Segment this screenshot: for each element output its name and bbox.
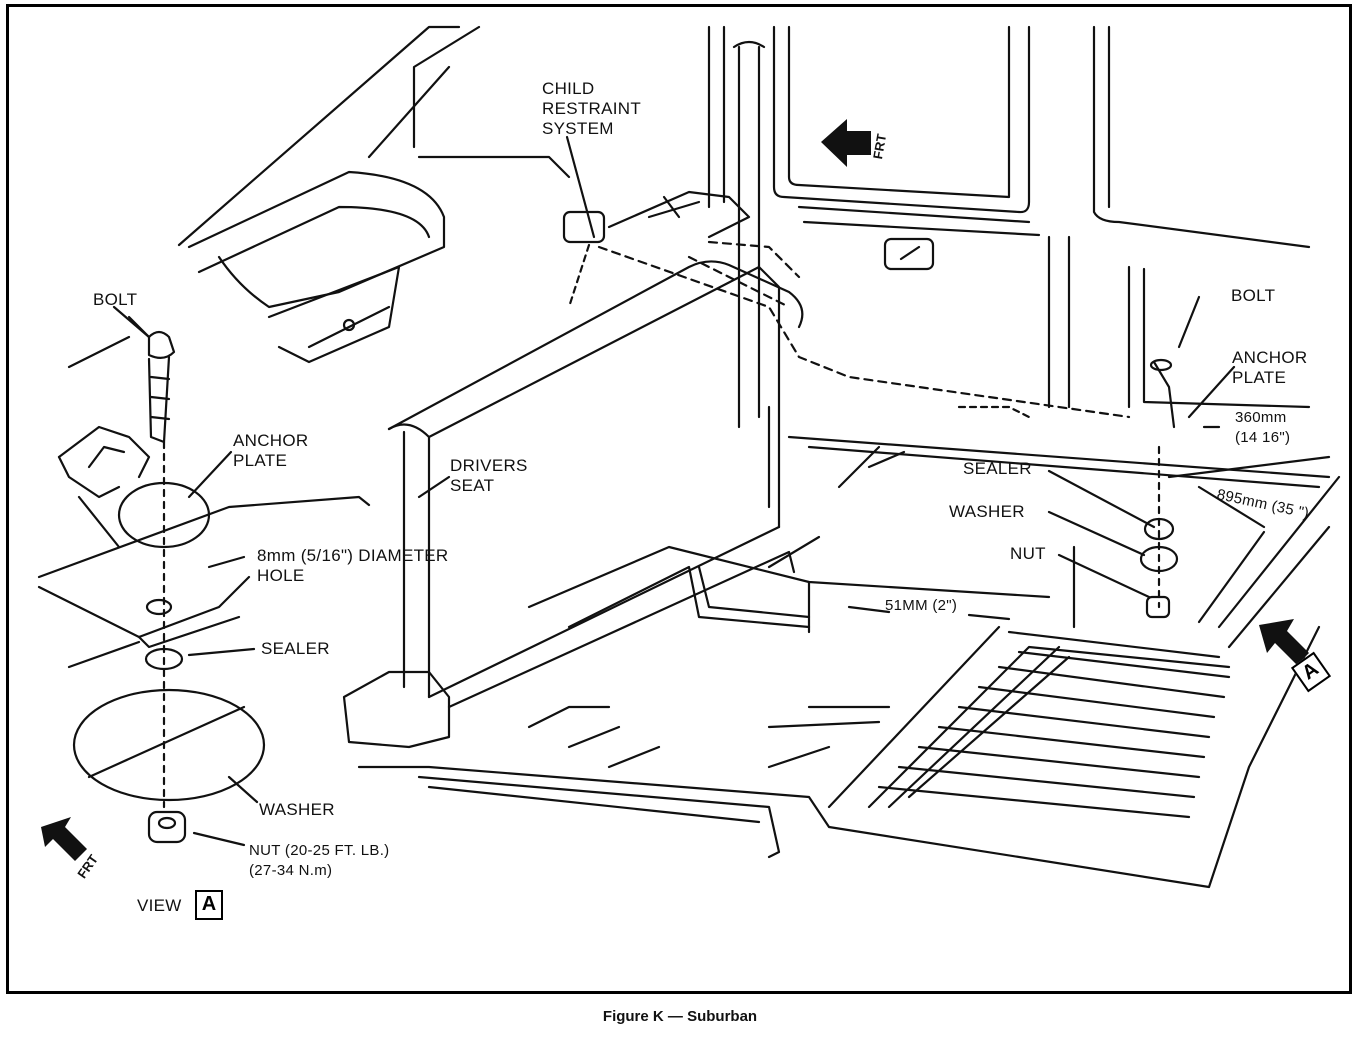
- anchor-plate-label-right: ANCHOR PLATE: [1232, 348, 1308, 387]
- nut-torque-label: NUT (20-25 FT. LB.) (27-34 N.m): [249, 842, 390, 879]
- drivers-seat-label: DRIVERS SEAT: [450, 456, 528, 495]
- view-a-box: A: [195, 890, 223, 920]
- bolt-label-left: BOLT: [93, 290, 138, 309]
- arrow-up-left-icon: [41, 817, 87, 861]
- washer-label-left: WASHER: [259, 800, 335, 819]
- anchor-plate-label-left: ANCHOR PLATE: [233, 431, 309, 470]
- sealer-label-left: SEALER: [261, 639, 330, 658]
- arrow-left-icon: [821, 119, 871, 167]
- view-label: VIEW: [137, 896, 182, 915]
- sealer-label-right: SEALER: [963, 459, 1032, 478]
- nut-label-right: NUT: [1010, 544, 1046, 563]
- hole-label: 8mm (5/16") DIAMETER HOLE: [257, 546, 449, 585]
- arrow-up-left-icon: [1259, 619, 1309, 665]
- bolt-label-right: BOLT: [1231, 286, 1276, 305]
- figure-frame: CHILD RESTRAINT SYSTEM BOLT ANCHOR PLATE…: [6, 4, 1352, 994]
- child-restraint-label: CHILD RESTRAINT SYSTEM: [542, 79, 642, 138]
- dimension-360-label: 360mm (14 16"): [1235, 409, 1291, 446]
- vehicle-interior-illustration: [37, 25, 1341, 889]
- figure-caption: Figure K — Suburban: [602, 1008, 758, 1025]
- washer-label-right: WASHER: [949, 502, 1025, 521]
- dimension-51-label: 51MM (2"): [885, 597, 958, 614]
